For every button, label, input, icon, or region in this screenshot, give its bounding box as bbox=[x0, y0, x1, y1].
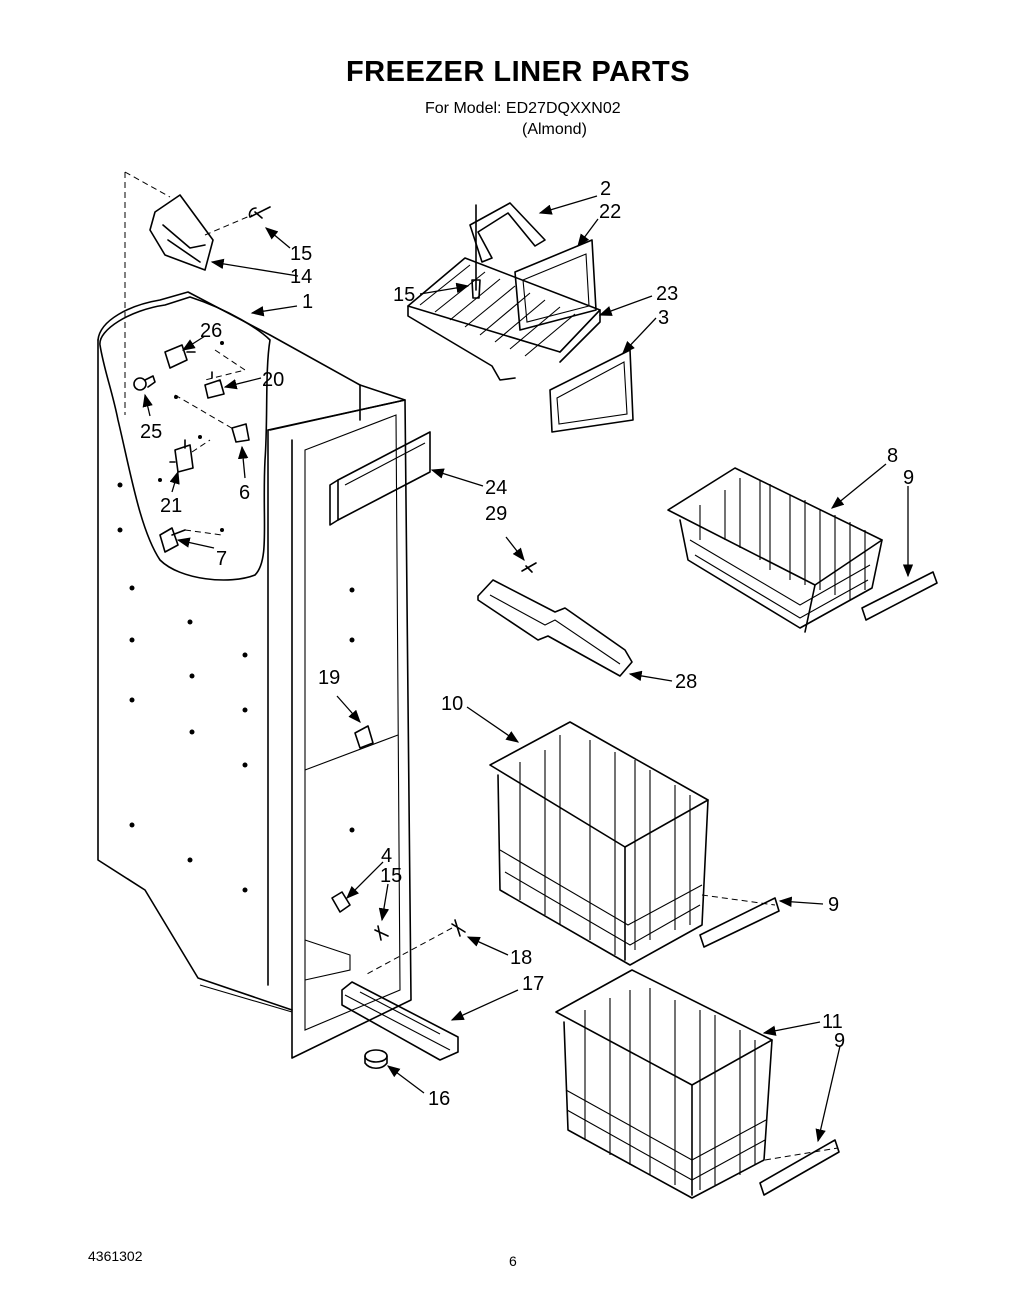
callout-29: 29 bbox=[485, 503, 507, 525]
switch-6 bbox=[174, 394, 250, 443]
ice-shelf-assembly bbox=[407, 202, 634, 433]
callout-4: 4 bbox=[381, 845, 392, 867]
air-duct-cover bbox=[329, 431, 431, 526]
screw-top-bracket bbox=[204, 206, 271, 236]
callout-14: 14 bbox=[290, 266, 312, 288]
callout-18: 18 bbox=[510, 947, 532, 969]
thermostat-20 bbox=[204, 349, 247, 399]
sensor-19 bbox=[354, 725, 374, 749]
callout-9-top: 9 bbox=[903, 467, 914, 489]
basket-8 bbox=[667, 467, 883, 633]
callout-26: 26 bbox=[200, 320, 222, 342]
callout-7: 7 bbox=[216, 548, 227, 570]
callout-15-lower: 15 bbox=[380, 865, 402, 887]
callout-22: 22 bbox=[599, 201, 621, 223]
callout-16: 16 bbox=[428, 1088, 450, 1110]
basket-trim-9b bbox=[699, 894, 780, 948]
screw-18 bbox=[364, 919, 466, 976]
callout-20: 20 bbox=[262, 369, 284, 391]
plug-16 bbox=[364, 1049, 388, 1070]
light-bulb-25 bbox=[133, 375, 156, 391]
callout-2: 2 bbox=[600, 178, 611, 200]
callout-arrows bbox=[142, 195, 914, 1143]
callout-labels: 1 2 22 15 14 15 23 3 26 20 25 6 21 7 24 … bbox=[140, 178, 914, 1110]
callout-10: 10 bbox=[441, 693, 463, 715]
model-color: (Almond) bbox=[522, 121, 587, 138]
basket-trim-9c bbox=[759, 1139, 840, 1196]
document-number: 4361302 bbox=[88, 1248, 143, 1264]
basket-trim-9a bbox=[861, 571, 938, 621]
callout-9-bottom: 9 bbox=[834, 1030, 845, 1052]
clip-4 bbox=[331, 891, 351, 913]
callout-6: 6 bbox=[239, 482, 250, 504]
callout-8: 8 bbox=[887, 445, 898, 467]
screw-29 bbox=[521, 562, 537, 573]
basket-10 bbox=[489, 721, 709, 966]
callout-9-middle: 9 bbox=[828, 894, 839, 916]
freezer-liner bbox=[97, 171, 412, 1059]
callout-3: 3 bbox=[658, 307, 669, 329]
callout-19: 19 bbox=[318, 667, 340, 689]
callout-23: 23 bbox=[656, 283, 678, 305]
callout-28: 28 bbox=[675, 671, 697, 693]
page-title: FREEZER LINER PARTS bbox=[345, 56, 691, 88]
callout-11: 11 bbox=[822, 1011, 843, 1033]
callout-15-bracket: 15 bbox=[290, 243, 312, 265]
callout-15-shelf: 15 bbox=[393, 284, 415, 306]
toe-grille-17 bbox=[341, 981, 459, 1061]
control-21 bbox=[169, 439, 211, 473]
top-hinge-bracket bbox=[149, 194, 214, 271]
damper-7 bbox=[159, 527, 223, 553]
callout-24: 24 bbox=[485, 477, 507, 499]
basket-11 bbox=[555, 969, 773, 1199]
callout-21: 21 bbox=[160, 495, 182, 517]
light-socket-26 bbox=[164, 344, 196, 369]
screw-15-lower bbox=[374, 925, 389, 941]
callout-17: 17 bbox=[522, 973, 544, 995]
basket-rail bbox=[477, 579, 633, 677]
page-number: 6 bbox=[509, 1253, 517, 1269]
model-number: For Model: ED27DQXXN02 bbox=[425, 100, 621, 117]
callout-1: 1 bbox=[302, 291, 313, 313]
callout-25: 25 bbox=[140, 421, 162, 443]
